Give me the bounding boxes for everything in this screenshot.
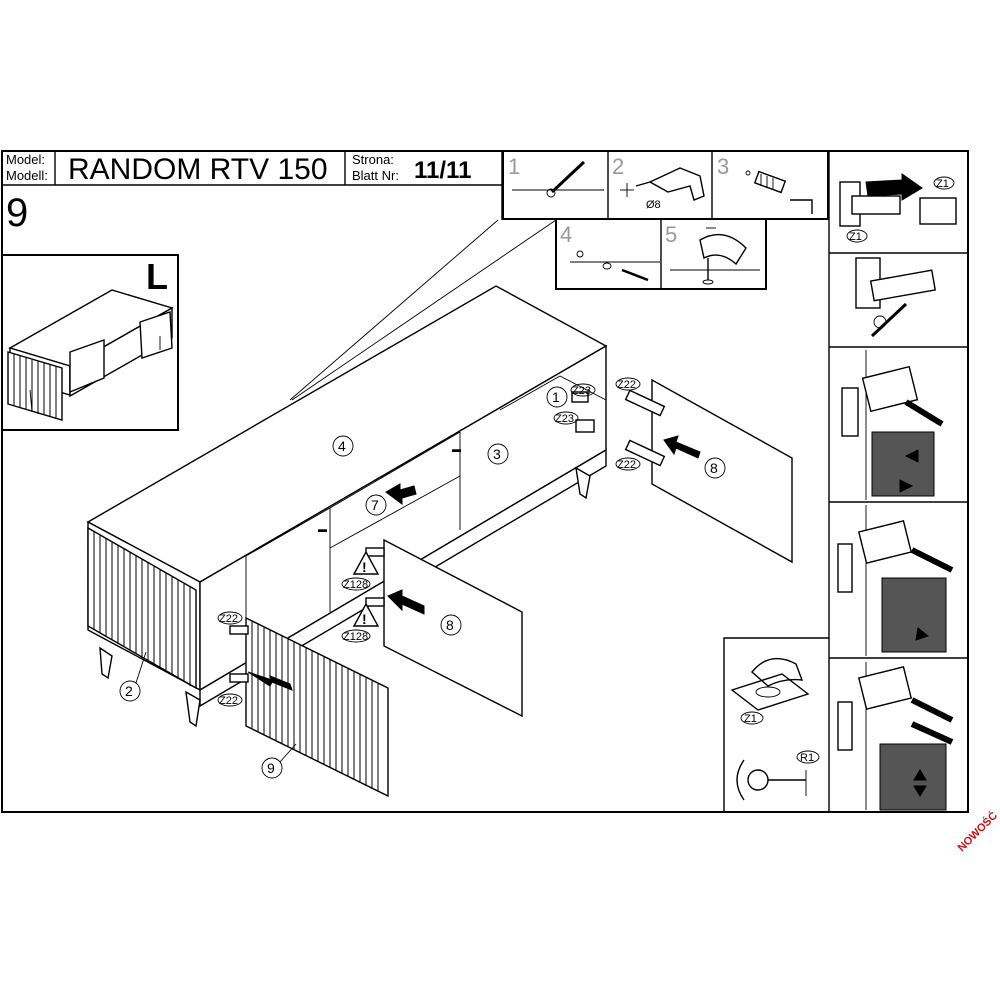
hw-z128-a: Z128 [343, 579, 368, 591]
detail-hinge-adjust-3 [837, 662, 954, 811]
part-label-8b: 8 [710, 460, 718, 476]
svg-text:!: ! [362, 559, 367, 575]
detail-column [828, 151, 968, 812]
detail-hinge-adjust-2 [837, 505, 954, 656]
door-8-right [651, 378, 793, 564]
fluted-door-9 [245, 616, 389, 798]
side-marker: L [146, 256, 168, 297]
part-label-9: 9 [267, 760, 275, 776]
hw-z23-b: Z23 [555, 413, 574, 425]
shelf-arrow [385, 483, 417, 505]
detail-z1-handle-label: Z1 [744, 713, 757, 725]
detail-hinge-clip: Z1 Z1 [839, 173, 957, 243]
product-name: RANDOM RTV 150 [68, 153, 328, 186]
tool-step-5-number: 5 [665, 222, 677, 247]
header-box: Model: Modell: RANDOM RTV 150 Strona: Bl… [1, 151, 503, 235]
drill-size-label: Ø8 [646, 199, 661, 211]
page-number: 11/11 [414, 157, 471, 184]
leader-line-a [289, 219, 499, 401]
tool-step-2-number: 2 [612, 154, 624, 179]
part-label-2: 2 [125, 683, 133, 699]
detail-hinge-adjust-1 [841, 350, 944, 500]
warning-icon: ! [352, 550, 380, 575]
model-label: Model: [6, 152, 45, 167]
overview-cabinet-sketch [7, 289, 174, 421]
blatt-label: Blatt Nr: [352, 168, 399, 183]
tool-step-1-number: 1 [508, 154, 520, 179]
sheet-frame [1, 150, 969, 813]
tool-step-3-number: 3 [717, 154, 729, 179]
drill-icon: Ø8 [620, 167, 705, 211]
part-label-4: 4 [338, 438, 346, 454]
detail-r1-label: R1 [800, 752, 814, 764]
hw-z22-a: Z22 [617, 379, 636, 391]
detail-z1-label-b: Z1 [849, 231, 862, 243]
marking-tool-icon [512, 160, 604, 198]
part-label-1: 1 [552, 389, 560, 405]
hw-z22-c: Z22 [219, 613, 238, 625]
hw-z22-b: Z22 [617, 459, 636, 471]
part-label-3: 3 [493, 446, 501, 462]
detail-hinge-screw [855, 257, 937, 338]
screw-icon [570, 250, 660, 282]
fluted-side-panel [87, 526, 197, 690]
leader-line-b [291, 219, 557, 401]
adjust-box [879, 743, 947, 811]
adjust-box [881, 577, 947, 653]
detail-handle: Z1 R1 [723, 637, 829, 812]
step-number: 9 [6, 191, 28, 235]
hinge-hardware [229, 389, 666, 683]
door-8-middle [383, 538, 523, 718]
hw-z128-b: Z128 [343, 631, 368, 643]
hw-z22-d: Z22 [219, 695, 238, 707]
hinge-plate-icon [670, 227, 760, 285]
tool-step-4-number: 4 [560, 222, 572, 247]
svg-text:!: ! [362, 611, 367, 627]
svg-text:▬: ▬ [452, 444, 461, 454]
overview-inset: L [1, 254, 179, 431]
dowel-icon [745, 170, 813, 214]
svg-text:▬: ▬ [318, 524, 327, 534]
strona-label: Strona: [352, 152, 394, 167]
warning-icon: ! [352, 602, 380, 627]
detail-z1-label: Z1 [936, 178, 949, 190]
hw-z23-a: Z23 [572, 385, 591, 397]
part-callouts: 4 3 1 7 8 8 2 9 [119, 386, 726, 779]
part-label-7: 7 [371, 497, 379, 513]
tool-steps: 1 2 3 4 5 Ø8 [502, 150, 829, 290]
part-label-8a: 8 [446, 617, 454, 633]
modell-label: Modell: [6, 168, 48, 183]
hardware-callouts: Z23 Z23 Z22 Z22 Z22 Z22 Z128 Z128 [217, 377, 641, 707]
nowosc-stamp: NOWOŚĆ [955, 809, 1000, 854]
